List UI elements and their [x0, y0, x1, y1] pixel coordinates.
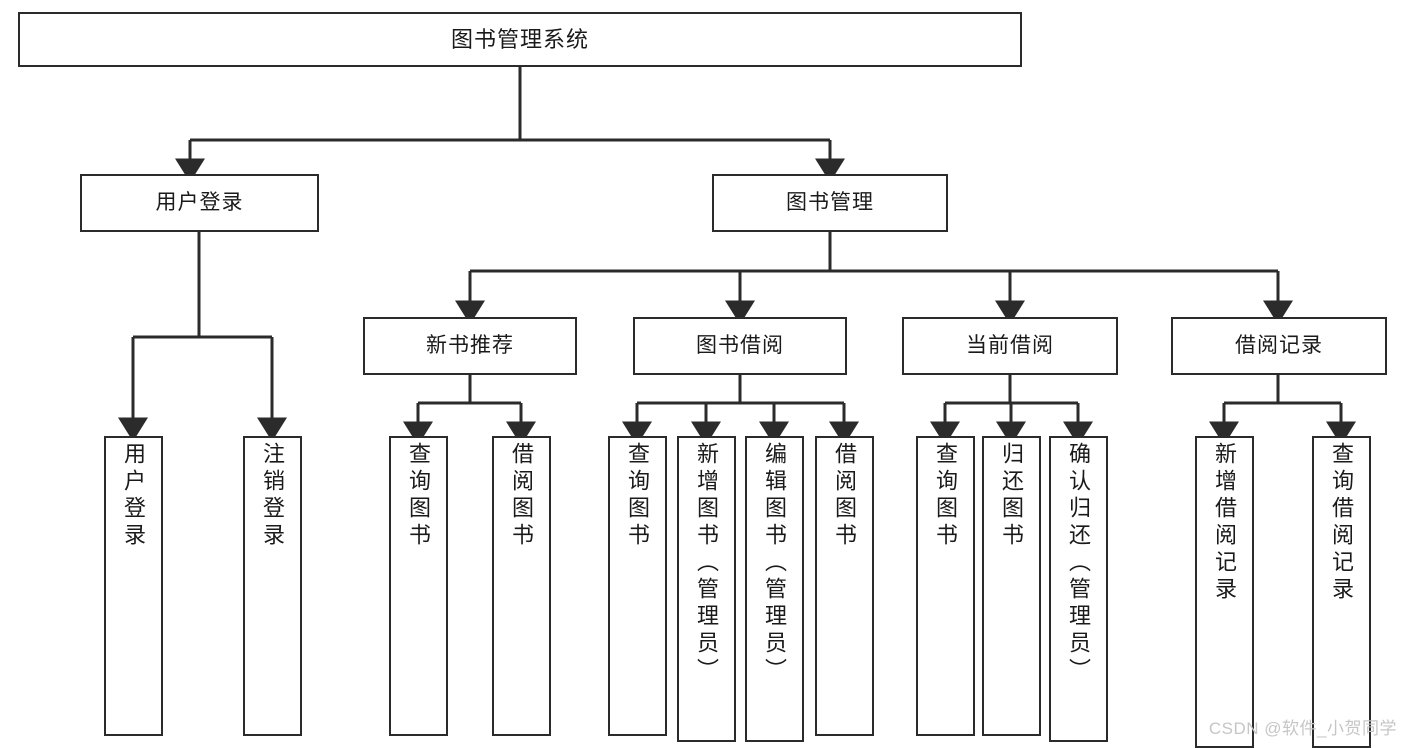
- node-leaf-user-login[interactable]: 用户登录: [104, 436, 163, 736]
- node-root-label: 图书管理系统: [450, 26, 589, 52]
- node-leaf-add-record[interactable]: 新增借阅记录: [1195, 436, 1254, 748]
- node-leaf-confirm-return[interactable]: 确认归还（管理员）: [1049, 436, 1108, 742]
- node-current-borrow[interactable]: 当前借阅: [902, 317, 1118, 375]
- node-leaf-borrow-book-2-label: 借阅图书: [832, 442, 858, 550]
- node-borrow-record[interactable]: 借阅记录: [1171, 317, 1387, 375]
- node-book-borrow-label: 图书借阅: [696, 333, 784, 357]
- node-current-borrow-label: 当前借阅: [966, 333, 1054, 357]
- node-leaf-add-book[interactable]: 新增图书（管理员）: [677, 436, 736, 742]
- node-leaf-borrow-book-1-label: 借阅图书: [509, 442, 535, 550]
- node-user-login[interactable]: 用户登录: [80, 174, 319, 232]
- node-leaf-query-record-label: 查询借阅记录: [1329, 442, 1355, 604]
- node-leaf-edit-book[interactable]: 编辑图书（管理员）: [745, 436, 804, 742]
- node-root[interactable]: 图书管理系统: [18, 12, 1022, 67]
- node-leaf-confirm-return-label: 确认归还（管理员）: [1066, 442, 1092, 685]
- node-leaf-query-record[interactable]: 查询借阅记录: [1312, 436, 1371, 748]
- node-leaf-query-book-3[interactable]: 查询图书: [916, 436, 975, 736]
- node-leaf-add-record-label: 新增借阅记录: [1212, 442, 1238, 604]
- node-leaf-query-book-1[interactable]: 查询图书: [389, 436, 448, 736]
- node-leaf-return-book-label: 归还图书: [999, 442, 1025, 550]
- watermark: CSDN @软件_小贺同学: [1208, 719, 1397, 738]
- node-leaf-query-book-1-label: 查询图书: [406, 442, 432, 550]
- node-leaf-logout[interactable]: 注销登录: [243, 436, 302, 736]
- node-book-manage[interactable]: 图书管理: [712, 174, 948, 232]
- node-leaf-edit-book-label: 编辑图书（管理员）: [762, 442, 788, 685]
- node-leaf-borrow-book-1[interactable]: 借阅图书: [492, 436, 551, 736]
- node-leaf-query-book-2[interactable]: 查询图书: [608, 436, 667, 736]
- node-book-borrow[interactable]: 图书借阅: [633, 317, 847, 375]
- node-new-book-recommend-label: 新书推荐: [426, 333, 514, 357]
- node-book-manage-label: 图书管理: [786, 190, 874, 214]
- node-leaf-add-book-label: 新增图书（管理员）: [694, 442, 720, 685]
- node-leaf-query-book-3-label: 查询图书: [933, 442, 959, 550]
- node-borrow-record-label: 借阅记录: [1235, 333, 1323, 357]
- node-user-login-label: 用户登录: [155, 190, 244, 214]
- node-new-book-recommend[interactable]: 新书推荐: [363, 317, 577, 375]
- node-leaf-query-book-2-label: 查询图书: [625, 442, 651, 550]
- node-leaf-logout-label: 注销登录: [260, 442, 286, 550]
- node-leaf-return-book[interactable]: 归还图书: [982, 436, 1041, 736]
- node-leaf-borrow-book-2[interactable]: 借阅图书: [815, 436, 874, 736]
- node-leaf-user-login-label: 用户登录: [121, 442, 147, 550]
